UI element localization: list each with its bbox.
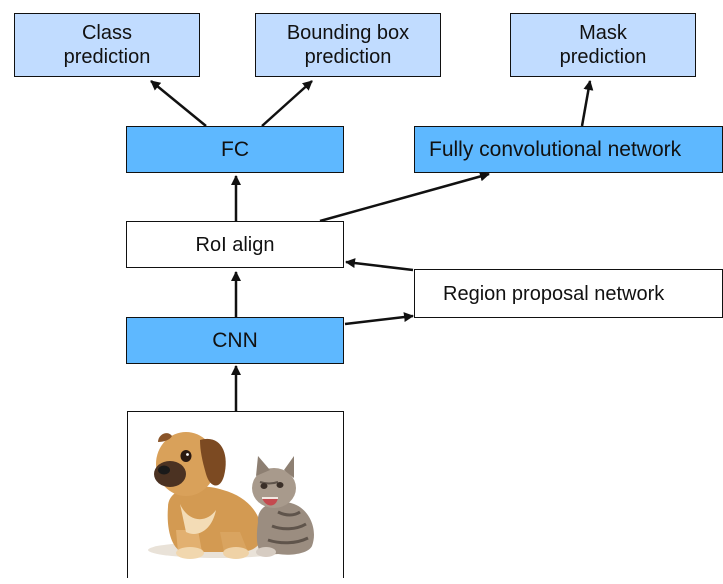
cnn-label: CNN <box>212 328 258 352</box>
arrow-fc-to-class-prediction <box>150 80 207 127</box>
fcn-label: Fully convolutional network <box>429 137 682 161</box>
bbox-prediction-line1: Bounding box <box>286 22 410 44</box>
class-prediction-line1: Class <box>81 22 132 44</box>
rpn-label: Region proposal network <box>443 282 665 305</box>
rpn-box: Region proposal network <box>414 269 723 318</box>
fc-label: FC <box>221 137 249 161</box>
puppy-kitten-illustration <box>148 432 314 559</box>
mask-prediction-line1: Mask <box>579 22 627 44</box>
fc-box: FC <box>126 126 344 173</box>
roi-align-box: RoI align <box>126 221 344 268</box>
arrow-roi-align-to-fcn <box>319 171 490 223</box>
class-prediction-box: Class prediction <box>14 13 200 77</box>
arrow-fc-to-bbox-prediction <box>261 80 313 127</box>
fcn-box: Fully convolutional network <box>414 126 723 173</box>
arrow-fcn-to-mask-prediction <box>580 80 594 127</box>
input-image <box>127 411 344 578</box>
mask-prediction-line2: prediction <box>559 46 647 68</box>
arrow-rpn-to-roi-align <box>345 258 414 272</box>
roi-align-label: RoI align <box>195 233 275 256</box>
cnn-box: CNN <box>126 317 344 364</box>
bbox-prediction-box: Bounding box prediction <box>255 13 441 77</box>
bbox-prediction-line2: prediction <box>304 46 392 68</box>
mask-prediction-box: Mask prediction <box>510 13 696 77</box>
class-prediction-line2: prediction <box>63 46 151 68</box>
arrow-cnn-to-rpn <box>344 312 414 326</box>
